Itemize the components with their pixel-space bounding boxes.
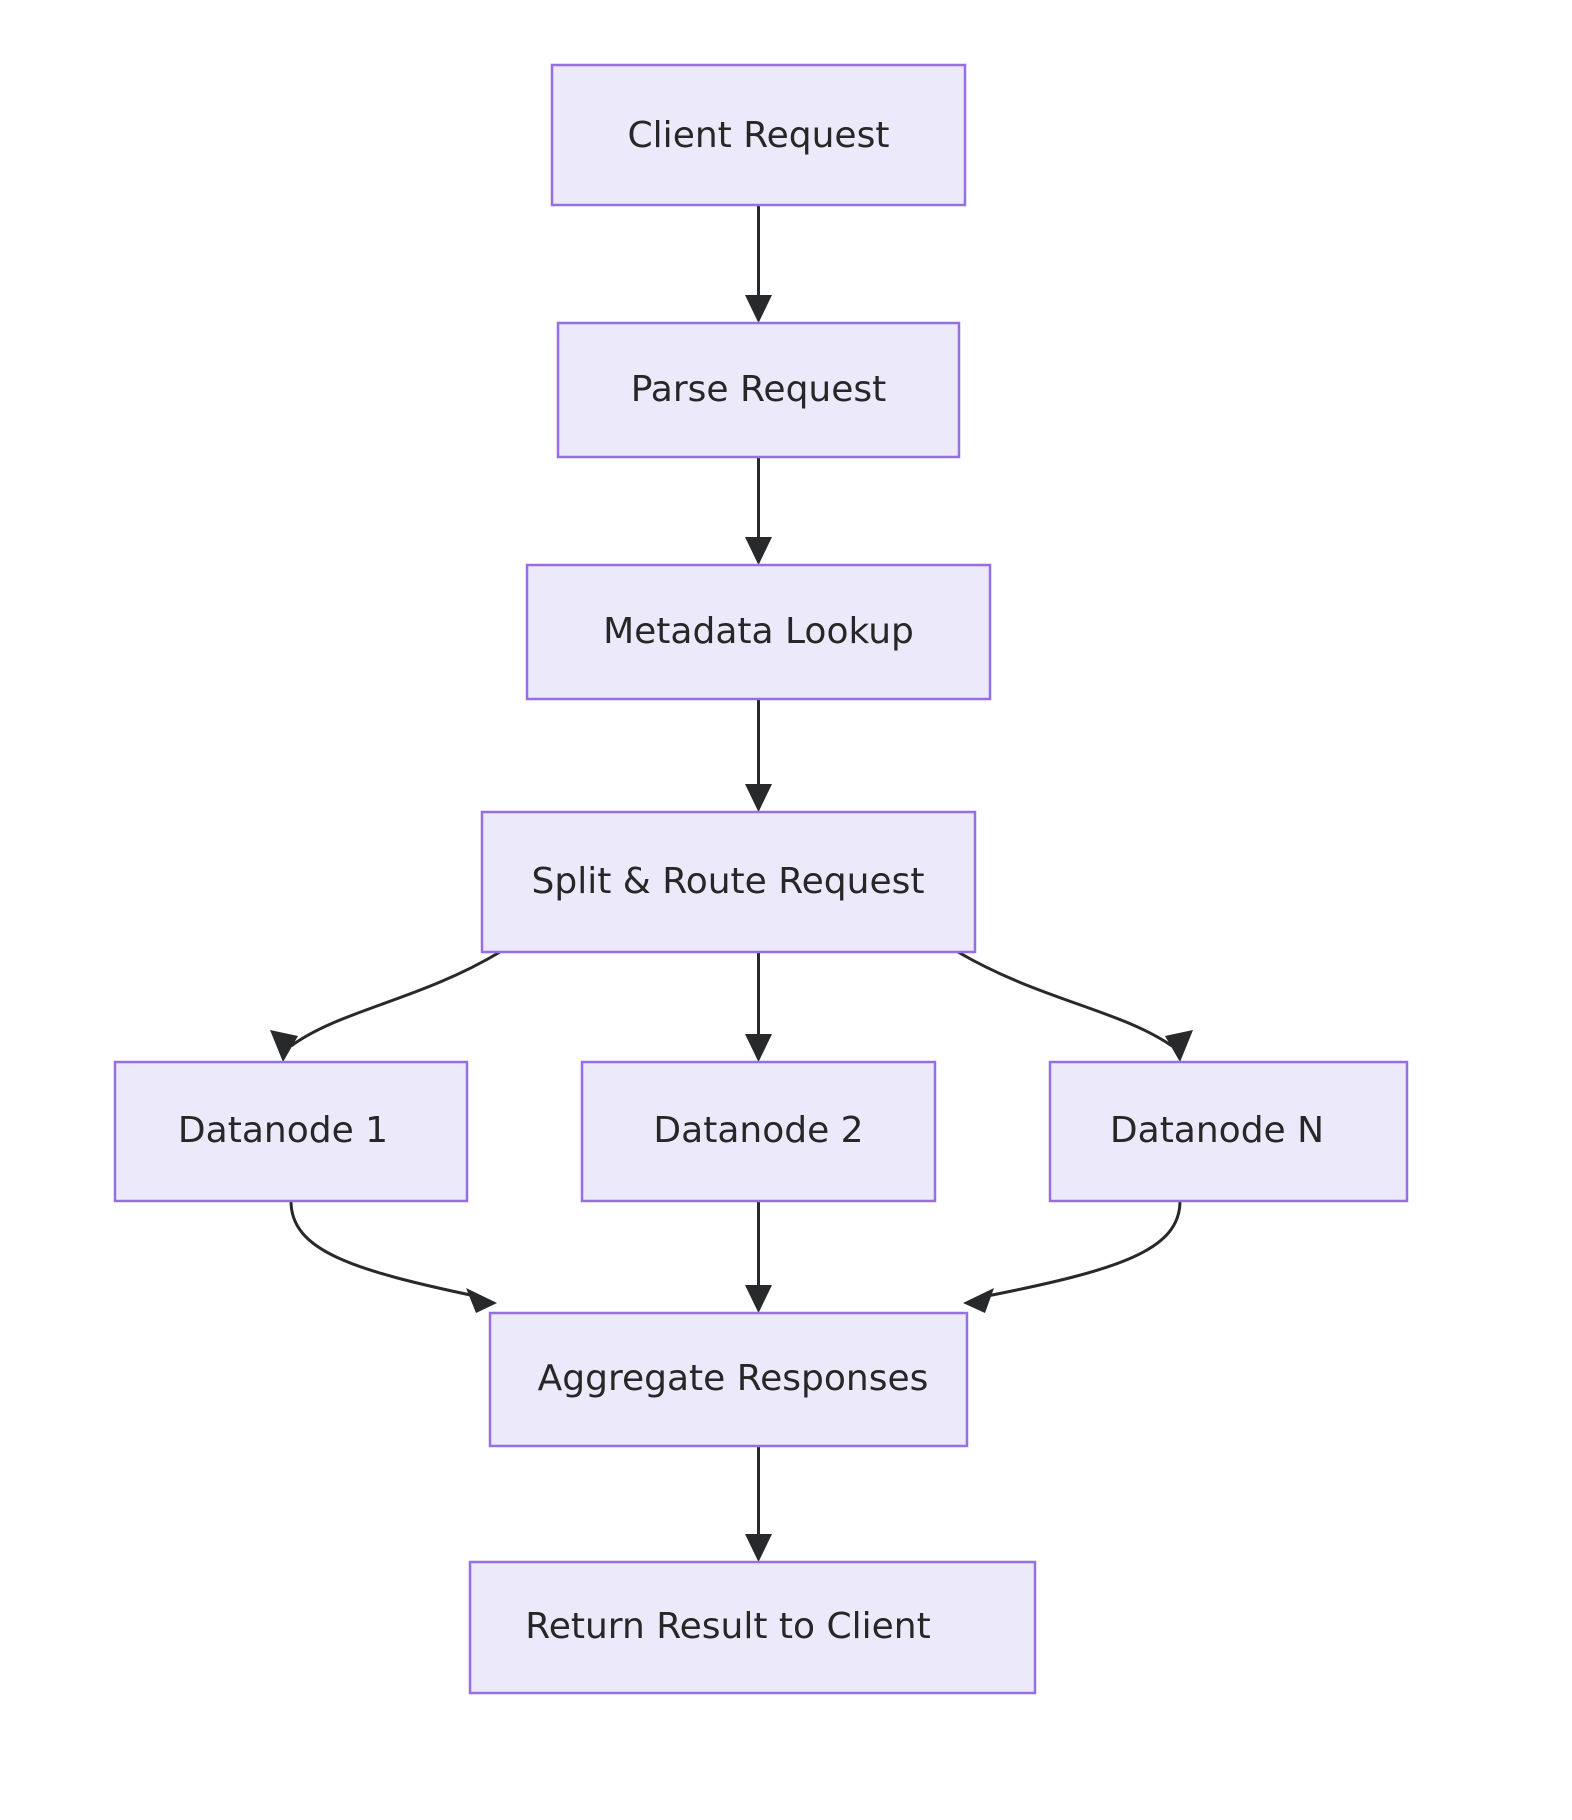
node-client-request[interactable]: Client Request bbox=[550, 63, 967, 207]
node-split-route[interactable]: Split & Route Request bbox=[480, 810, 977, 954]
node-datanode-2[interactable]: Datanode 2 bbox=[580, 1060, 937, 1203]
node-client-request-label: Client Request bbox=[628, 115, 890, 156]
node-datanode-2-label: Datanode 2 bbox=[653, 1110, 863, 1151]
node-datanode-n-box[interactable] bbox=[1048, 1060, 1409, 1203]
node-parse-request-box[interactable] bbox=[556, 321, 961, 459]
node-return-result-box[interactable] bbox=[468, 1560, 1037, 1695]
node-datanode-1-box[interactable] bbox=[113, 1060, 469, 1203]
node-aggregate-responses-label: Aggregate Responses bbox=[538, 1358, 929, 1399]
node-aggregate-responses-box[interactable] bbox=[488, 1311, 969, 1448]
edge-layer bbox=[270, 205, 1193, 1562]
node-datanode-1[interactable]: Datanode 1 bbox=[113, 1060, 469, 1203]
node-datanode-2-box[interactable] bbox=[580, 1060, 937, 1203]
node-metadata-lookup[interactable]: Metadata Lookup bbox=[525, 563, 992, 701]
node-datanode-1-label: Datanode 1 bbox=[178, 1110, 388, 1151]
node-return-result[interactable]: Return Result to Client bbox=[468, 1560, 1037, 1695]
edge-datanode-n-to-aggregate bbox=[963, 1200, 1182, 1313]
node-return-result-label: Return Result to Client bbox=[525, 1606, 930, 1647]
edge-split-route-to-datanode-n bbox=[957, 950, 1193, 1062]
edge-client-request-to-parse-request bbox=[745, 205, 772, 323]
node-client-request-box[interactable] bbox=[550, 63, 967, 207]
edge-datanode-2-to-aggregate bbox=[745, 1201, 772, 1313]
edge-parse-request-to-metadata-lookup bbox=[745, 457, 772, 565]
node-parse-request[interactable]: Parse Request bbox=[556, 321, 961, 459]
node-datanode-n-label: Datanode N bbox=[1110, 1110, 1324, 1151]
node-datanode-n[interactable]: Datanode N bbox=[1048, 1060, 1409, 1203]
node-aggregate-responses[interactable]: Aggregate Responses bbox=[488, 1311, 969, 1448]
node-metadata-lookup-label: Metadata Lookup bbox=[603, 611, 914, 652]
edge-split-route-to-datanode-1 bbox=[270, 950, 501, 1062]
node-split-route-label: Split & Route Request bbox=[532, 861, 925, 902]
edge-split-route-to-datanode-2 bbox=[745, 952, 772, 1062]
edge-datanode-1-to-aggregate bbox=[289, 1200, 497, 1313]
edge-metadata-lookup-to-split-route bbox=[745, 699, 772, 812]
node-layer: Client Request Parse Request Metadata Lo… bbox=[113, 63, 1409, 1695]
node-parse-request-label: Parse Request bbox=[631, 369, 887, 410]
node-split-route-box[interactable] bbox=[480, 810, 977, 954]
node-metadata-lookup-box[interactable] bbox=[525, 563, 992, 701]
edge-aggregate-to-return-result bbox=[745, 1446, 772, 1562]
